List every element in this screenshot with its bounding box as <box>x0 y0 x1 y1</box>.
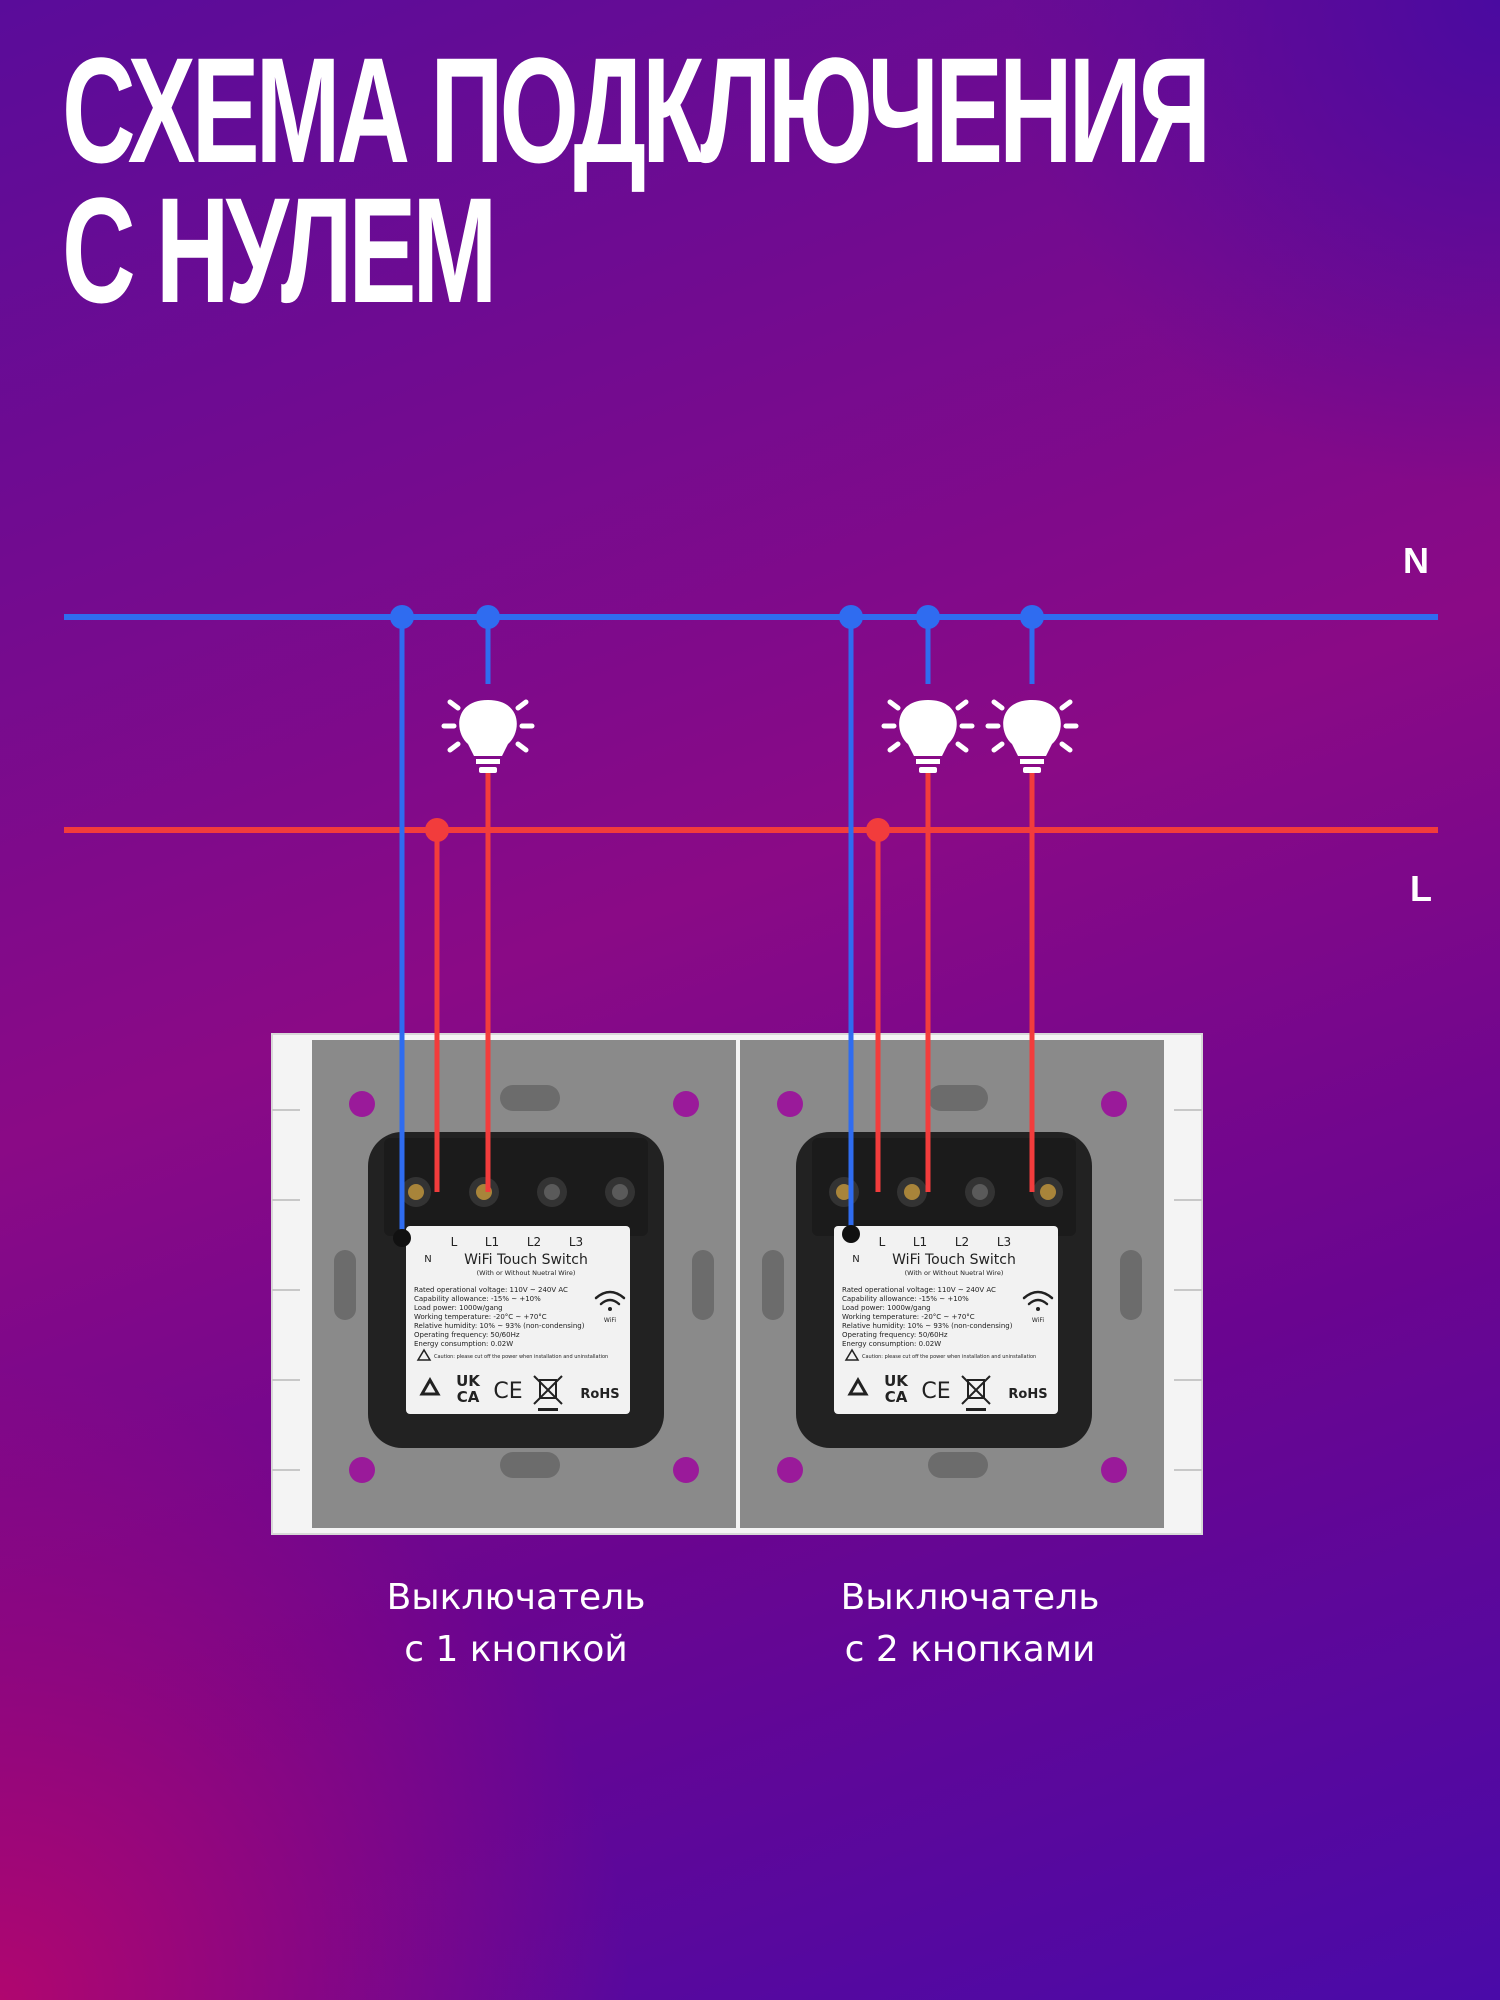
spec-line: Energy consumption: 0.02W <box>842 1340 941 1348</box>
title-line-2: с нулем <box>62 166 497 334</box>
product-subtitle: (With or Without Nuetral Wire) <box>905 1269 1004 1277</box>
caution-text: Caution: please cut off the power when i… <box>434 1354 608 1360</box>
title-line-1: Схема подключения <box>62 26 1211 194</box>
caution-text: Caution: please cut off the power when i… <box>862 1354 1036 1360</box>
frame-notches <box>272 1109 1202 1471</box>
live-junctions <box>425 818 890 842</box>
switch-module-2: L L1 L2 L3 N WiFi Touch Switch (With or … <box>796 1132 1092 1448</box>
wifi-icon <box>594 1290 626 1311</box>
terminal-label-l3: L3 <box>997 1235 1011 1249</box>
module-label <box>406 1226 630 1414</box>
spec-line: Relative humidity: 10% ~ 93% (non-conden… <box>414 1322 585 1330</box>
spec-line: Operating frequency: 50/60Hz <box>842 1331 948 1339</box>
ce-mark: CE <box>921 1379 950 1404</box>
caption-switch-1-line-1: Выключатель <box>386 1577 646 1618</box>
product-name: WiFi Touch Switch <box>464 1252 588 1268</box>
recycle-icon <box>847 1376 869 1396</box>
caption-switch-2: Выключатель с 2 кнопками <box>790 1572 1150 1676</box>
brand-logo: N <box>852 1254 859 1265</box>
switch-module-1: L L1 L2 L3 N WiFi Touch Switch (With or … <box>368 1132 664 1448</box>
lightbulb-icon <box>988 700 1076 773</box>
spec-line: Energy consumption: 0.02W <box>414 1340 513 1348</box>
plate-slots <box>334 1085 1142 1478</box>
terminal-label-l1: L1 <box>485 1235 499 1249</box>
rohs-mark: RoHS <box>1008 1387 1047 1402</box>
wifi-icon <box>1022 1290 1054 1311</box>
caption-switch-2-line-2: с 2 кнопками <box>844 1629 1096 1670</box>
live-line-label: L <box>1410 868 1432 909</box>
spec-line: Capability allowance: -15% ~ +10% <box>842 1295 969 1303</box>
rohs-mark: RoHS <box>580 1387 619 1402</box>
ukca-mark-top: UK <box>456 1372 481 1390</box>
product-subtitle: (With or Without Nuetral Wire) <box>477 1269 576 1277</box>
spec-line: Load power: 1000w/gang <box>414 1304 503 1312</box>
wifi-label: WiFi <box>1032 1317 1044 1324</box>
lightbulb-icon <box>884 700 972 773</box>
caption-switch-2-line-1: Выключатель <box>840 1577 1100 1618</box>
terminal-label-l: L <box>879 1235 886 1249</box>
lightbulb-icon <box>444 700 532 773</box>
terminal-label-l1: L1 <box>913 1235 927 1249</box>
caution-icon <box>844 1348 860 1361</box>
ukca-mark-bottom: CA <box>457 1388 480 1406</box>
wire-end-dots <box>393 1225 860 1247</box>
wifi-label: WiFi <box>604 1317 616 1324</box>
terminal-label-l2: L2 <box>955 1235 969 1249</box>
terminal-label-l2: L2 <box>527 1235 541 1249</box>
weee-bin-icon <box>961 1375 991 1411</box>
caption-switch-1-line-2: с 1 кнопкой <box>404 1629 628 1670</box>
terminal-block <box>384 1138 648 1236</box>
terminal-label-l: L <box>451 1235 458 1249</box>
caution-icon <box>416 1348 432 1361</box>
caption-switch-1: Выключатель с 1 кнопкой <box>336 1572 696 1676</box>
terminal-label-l3: L3 <box>569 1235 583 1249</box>
ukca-mark-top: UK <box>884 1372 909 1390</box>
spec-line: Working temperature: -20°C ~ +70°C <box>842 1313 975 1321</box>
weee-bin-icon <box>533 1375 563 1411</box>
mounting-holes <box>349 1091 1127 1483</box>
product-name: WiFi Touch Switch <box>892 1252 1016 1268</box>
ukca-mark-bottom: CA <box>885 1388 908 1406</box>
spec-line: Load power: 1000w/gang <box>842 1304 931 1312</box>
terminal-screws <box>401 1177 635 1207</box>
spec-line: Capability allowance: -15% ~ +10% <box>414 1295 541 1303</box>
neutral-line-label: N <box>1403 540 1429 581</box>
spec-line: Rated operational voltage: 110V ~ 240V A… <box>414 1286 568 1294</box>
spec-line: Working temperature: -20°C ~ +70°C <box>414 1313 547 1321</box>
spec-line: Relative humidity: 10% ~ 93% (non-conden… <box>842 1322 1013 1330</box>
brand-logo: N <box>424 1254 431 1265</box>
ce-mark: CE <box>493 1379 522 1404</box>
page-title: Схема подключения с нулем <box>62 26 1211 334</box>
recycle-icon <box>419 1376 441 1396</box>
spec-line: Rated operational voltage: 110V ~ 240V A… <box>842 1286 996 1294</box>
neutral-junctions <box>390 605 1044 629</box>
spec-line: Operating frequency: 50/60Hz <box>414 1331 520 1339</box>
module-label <box>834 1226 1058 1414</box>
